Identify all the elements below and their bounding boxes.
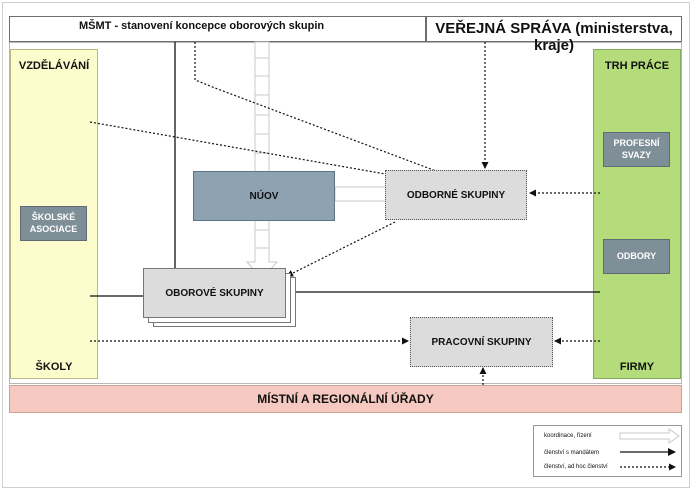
school-associations-label: ŠKOLSKÉ ASOCIACE — [29, 211, 78, 234]
adhoc-arrow-msmt-odborne — [194, 42, 461, 182]
nuov-label: NÚOV — [249, 190, 279, 202]
professional-unions-box: PROFESNÍ SVAZY — [603, 132, 670, 167]
adhoc-arrow-odborne-oborove — [286, 221, 396, 277]
trade-unions-box: ODBORY — [603, 239, 670, 274]
labor-market-column — [593, 49, 681, 379]
main-area — [9, 42, 682, 384]
legend: koordinace, řízení členství s mandátem č… — [533, 425, 682, 477]
legend-symbols — [619, 428, 680, 471]
field-groups-box: OBOROVÉ SKUPINY — [143, 268, 286, 318]
msmt-header-text: MŠMT - stanovení koncepce oborových skup… — [79, 20, 325, 32]
public-administration-text: VEŘEJNÁ SPRÁVA (ministerstva, kraje) — [435, 20, 673, 54]
local-regional-offices-label: MÍSTNÍ A REGIONÁLNÍ ÚŘADY — [257, 392, 434, 406]
firms-label: FIRMY — [619, 361, 655, 373]
trade-unions-label: ODBORY — [616, 250, 657, 261]
coordination-arrow-down — [245, 41, 279, 280]
legend-coordination-symbol — [619, 428, 680, 444]
local-regional-offices-bar: MÍSTNÍ A REGIONÁLNÍ ÚŘADY — [9, 385, 682, 413]
labor-market-label: TRH PRÁCE — [604, 60, 670, 72]
professional-groups-label: ODBORNÉ SKUPINY — [406, 189, 506, 201]
legend-adhoc-label: členství, ad hoc členství — [544, 464, 608, 470]
adhoc-arrow-education-odborne — [89, 121, 409, 181]
field-groups-label: OBOROVÉ SKUPINY — [165, 287, 264, 299]
schools-label: ŠKOLY — [35, 361, 73, 373]
professional-groups-box: ODBORNÉ SKUPINY — [385, 170, 527, 220]
working-groups-box: PRACOVNÍ SKUPINY — [410, 317, 553, 367]
nuov-box: NÚOV — [193, 171, 335, 221]
legend-coordination-label: koordinace, řízení — [544, 433, 592, 439]
public-administration-header: VEŘEJNÁ SPRÁVA (ministerstva, kraje) — [426, 16, 682, 54]
professional-unions-label: PROFESNÍ SVAZY — [613, 137, 660, 160]
education-label: VZDĚLÁVÁNÍ — [18, 60, 90, 72]
legend-mandate-label: členství s mandátem — [544, 450, 600, 456]
msmt-header: MŠMT - stanovení koncepce oborových skup… — [9, 16, 426, 42]
school-associations-box: ŠKOLSKÉ ASOCIACE — [20, 206, 87, 241]
working-groups-label: PRACOVNÍ SKUPINY — [431, 336, 532, 348]
